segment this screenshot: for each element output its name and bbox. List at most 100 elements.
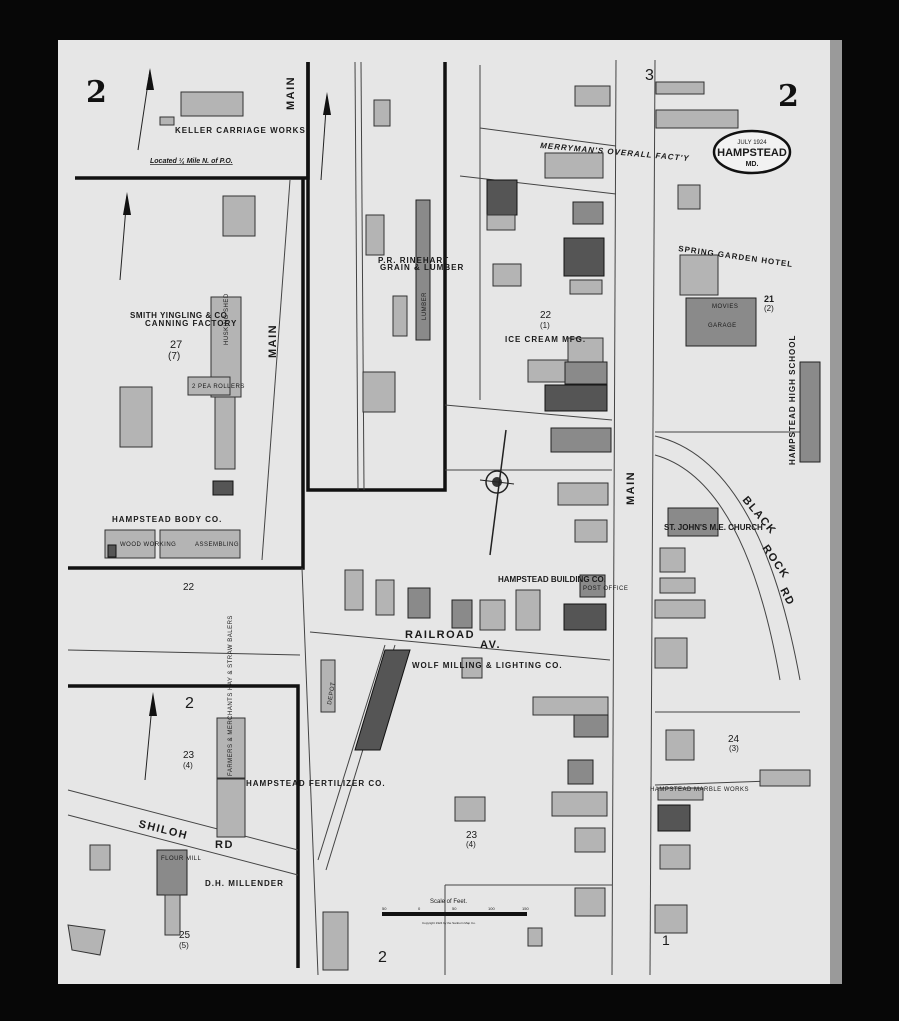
main-street-label-keller: MAIN <box>285 76 297 110</box>
block-23-inset: 23 <box>183 750 195 761</box>
railroad-av-line <box>309 631 611 661</box>
building <box>212 480 234 496</box>
paper-edge <box>830 40 842 984</box>
building-co-label: HAMPSTEAD BUILDING CO. <box>498 575 606 584</box>
high-school-label: HAMPSTEAD HIGH SCHOOL <box>788 335 797 465</box>
sheet-number-right: 2 <box>778 79 799 114</box>
block-23-sub: (4) <box>466 840 476 849</box>
post-office-label: POST OFFICE <box>583 586 628 592</box>
main-street-label: MAIN <box>625 471 637 505</box>
black-rock-road <box>654 435 801 681</box>
building <box>214 396 236 470</box>
scale-tick: 50 <box>452 906 457 911</box>
railroad-track <box>360 61 365 491</box>
millender-label: D.H. MILLENDER <box>205 879 284 888</box>
block-23: 23 <box>466 830 478 841</box>
ice-cream-label: ICE CREAM MFG. <box>505 335 586 344</box>
block-21-sub: (2) <box>764 304 774 313</box>
keller-location-note: Located ¼ Mile N. of P.O. <box>150 158 233 165</box>
rinehart-building <box>365 214 385 256</box>
scale-tick: 150 <box>522 906 529 911</box>
garage-label: GARAGE <box>708 323 737 329</box>
street-line <box>67 649 301 656</box>
depot-label: DEPOT <box>327 681 337 705</box>
inset-frame-smith <box>68 178 305 570</box>
fertilizer-label: HAMPSTEAD FERTILIZER CO. <box>246 779 386 788</box>
block-23-inset-sub: (4) <box>183 761 193 770</box>
building <box>461 657 483 679</box>
keller-building <box>180 91 244 117</box>
marble-works-label: HAMPSTEAD MARBLE WORKS <box>650 787 749 793</box>
buildings-west-main <box>320 85 612 971</box>
smith-label: SMITH YINGLING & CO <box>130 311 227 320</box>
flour-mill <box>156 849 188 896</box>
buildings-east-main <box>654 81 821 934</box>
main-street-east <box>649 59 656 976</box>
building <box>107 544 117 558</box>
adjacent-sheet-number: 3 <box>645 67 654 84</box>
building <box>392 295 408 337</box>
rinehart-sub-label: GRAIN & LUMBER <box>380 263 464 272</box>
av-label: AV. <box>480 639 501 651</box>
building <box>159 116 175 126</box>
scale-tick: 50 <box>382 906 387 911</box>
building <box>89 844 111 871</box>
hay-baler-building <box>216 717 246 779</box>
scale-bar-line <box>382 912 527 916</box>
scale-tick: 100 <box>488 906 495 911</box>
title-date: JULY 1924 <box>737 140 767 146</box>
fertilizer-building <box>216 778 246 838</box>
husking-shed-label: HUSKING SHED <box>224 293 230 345</box>
warehouse <box>119 386 153 448</box>
block-27-sub: (7) <box>168 351 180 362</box>
inset-sheet-number: 2 <box>185 695 194 712</box>
pea-rollers <box>187 376 231 396</box>
milling-building <box>354 649 411 751</box>
railroad-spur <box>317 644 386 861</box>
building <box>362 371 396 413</box>
scale-title: Scale of Feet. <box>430 899 467 905</box>
scale-bar: Scale of Feet. 50 0 50 100 150 Copyright… <box>382 899 529 925</box>
black-rock-road <box>654 454 781 681</box>
inset-main-street <box>261 179 291 561</box>
building <box>373 99 391 127</box>
smith-sub-label: CANNING FACTORY <box>145 319 237 328</box>
hay-baler-label: FARMERS & MERCHANTS HAY & STRAW BALERS <box>228 615 234 776</box>
scale-tick: 0 <box>418 906 421 911</box>
milling-label: WOLF MILLING & LIGHTING CO. <box>412 661 563 670</box>
title-state: MD. <box>746 161 759 168</box>
main-street-label-inset: MAIN <box>267 324 279 358</box>
rinehart-label: P.R. RINEHART <box>378 256 449 265</box>
pea-rollers-label: 2 PEA ROLLERS <box>192 384 245 390</box>
block-24-sub: (3) <box>729 744 739 753</box>
railroad-track <box>354 61 359 491</box>
block-24: 24 <box>728 734 740 745</box>
inset-frame-fertilizer <box>68 684 300 968</box>
flour-mill-label: FLOUR MILL <box>161 856 202 862</box>
keller-label: KELLER CARRIAGE WORKS <box>175 126 306 135</box>
building <box>164 894 181 936</box>
title-town: HAMPSTEAD <box>717 147 787 159</box>
title-cartouche: JULY 1924 HAMPSTEAD MD. <box>712 129 792 175</box>
movies-label: MOVIES <box>712 304 738 310</box>
block-27: 27 <box>170 339 182 351</box>
shiloh-road <box>67 814 299 876</box>
building <box>222 195 256 237</box>
main-street-west <box>611 59 617 976</box>
north-arrow-icon <box>119 68 331 781</box>
building <box>67 924 106 956</box>
lumber-shed <box>415 199 431 341</box>
sheet-number-left: 2 <box>86 75 107 110</box>
assembling-label: ASSEMBLING <box>195 542 239 548</box>
block-22-left: 22 <box>183 582 195 593</box>
body-co-building <box>159 529 241 559</box>
copyright-note: Copyright 1924 by the Sanborn Map Co. <box>422 921 476 925</box>
lot-lines <box>444 65 801 975</box>
block-22-sub: (1) <box>540 321 550 330</box>
compass-rose-icon <box>479 429 515 556</box>
railroad-line <box>301 567 319 976</box>
block-21: 21 <box>764 294 774 304</box>
wood-working-label: WOOD WORKING <box>120 542 176 548</box>
block-25: 25 <box>179 930 191 941</box>
lumber-label: LUMBER <box>422 292 428 320</box>
